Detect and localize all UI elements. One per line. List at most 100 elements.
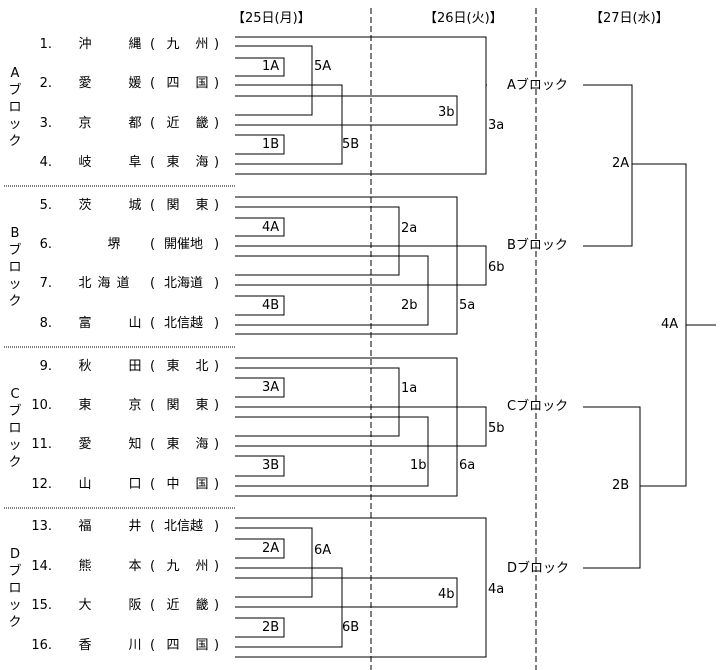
team-name-char: 東	[78, 398, 92, 413]
seed-number: 9.	[39, 359, 52, 374]
seed-number: 2.	[39, 76, 52, 91]
paren-close: )	[214, 359, 220, 374]
paren-open: (	[150, 116, 156, 131]
team-name-char: 茨	[78, 198, 92, 213]
team-name-char: 堺	[107, 237, 121, 252]
bracket-line	[235, 416, 429, 487]
bracket-line	[235, 245, 487, 286]
team-name-char: 京	[128, 398, 142, 413]
team-name-char: 田	[128, 359, 142, 374]
region-name: 開催地	[164, 237, 204, 252]
bracket-line	[235, 36, 487, 175]
region-char: 海	[195, 437, 209, 452]
match-label: 4a	[488, 582, 505, 597]
region-char: 九	[166, 37, 180, 52]
team-name-char: 縄	[128, 37, 142, 52]
team-name-char: 香	[78, 638, 92, 653]
paren-open: (	[150, 359, 156, 374]
block-label: Cブロック	[8, 387, 22, 470]
match-label: 4A	[262, 220, 280, 235]
region-char: 近	[166, 116, 180, 131]
seed-number: 3.	[39, 116, 52, 131]
day3-header: 【27日(水)】	[590, 11, 669, 26]
bracket-line	[235, 57, 285, 77]
paren-close: )	[214, 519, 220, 534]
seed-number: 4.	[39, 155, 52, 170]
region-char: 北	[195, 359, 209, 374]
paren-open: (	[150, 398, 156, 413]
match-label: 2B	[262, 620, 280, 635]
paren-open: (	[150, 559, 156, 574]
block-winner-c: Cブロック	[507, 399, 569, 414]
region-char: 海	[195, 155, 209, 170]
team-name-char: 口	[128, 477, 142, 492]
bracket-line	[235, 517, 487, 658]
team-name-char: 愛	[78, 437, 92, 452]
region-char: 東	[195, 198, 209, 213]
team-name-char: 媛	[128, 76, 142, 91]
match-label: 2a	[401, 221, 418, 236]
semifinal-label: 2A	[612, 156, 630, 171]
semifinal-label: 2B	[612, 478, 630, 493]
team-name-char: 大	[78, 598, 92, 613]
paren-close: )	[214, 638, 220, 653]
bracket-line	[235, 406, 487, 447]
region-char: 東	[195, 398, 209, 413]
paren-close: )	[214, 237, 220, 252]
region-name: 北信越	[164, 316, 204, 331]
bracket-line	[235, 255, 429, 326]
match-label: 3A	[262, 380, 280, 395]
seed-number: 7.	[39, 276, 52, 291]
match-label: 3b	[438, 105, 455, 120]
match-label: 6A	[314, 543, 332, 558]
seed-number: 11.	[31, 437, 52, 452]
region-char: 四	[166, 76, 180, 91]
bracket-line	[235, 206, 400, 276]
bracket-line	[235, 617, 285, 638]
team-name-char: 都	[128, 116, 142, 131]
bracket-line	[235, 357, 458, 497]
region-name: 北海道	[164, 276, 204, 291]
team-name-char: 秋	[78, 359, 92, 374]
match-label: 2b	[401, 298, 418, 313]
match-label: 6b	[488, 260, 505, 275]
team-name-char: 道	[116, 276, 130, 291]
region-char: 国	[195, 76, 209, 91]
region-char: 畿	[195, 598, 209, 613]
team-name-char: 福	[78, 519, 92, 534]
seed-number: 15.	[31, 598, 52, 613]
match-label: 5a	[459, 298, 476, 313]
team-name-char: 岐	[78, 155, 92, 170]
seed-number: 6.	[39, 237, 52, 252]
bracket-line	[235, 45, 313, 116]
paren-open: (	[150, 276, 156, 291]
bracket-line	[235, 377, 285, 398]
seed-number: 16.	[31, 638, 52, 653]
match-label: 6B	[342, 620, 360, 635]
paren-open: (	[150, 477, 156, 492]
bracket-line	[235, 217, 285, 237]
team-name-char: 井	[128, 519, 142, 534]
paren-open: (	[150, 316, 156, 331]
paren-open: (	[150, 519, 156, 534]
seed-number: 10.	[31, 398, 52, 413]
paren-close: )	[214, 276, 220, 291]
region-char: 国	[195, 477, 209, 492]
paren-close: )	[214, 116, 220, 131]
seed-number: 8.	[39, 316, 52, 331]
match-label: 5A	[314, 59, 332, 74]
block-winner-b: Bブロック	[507, 238, 568, 253]
paren-close: )	[214, 437, 220, 452]
match-label: 4b	[438, 587, 455, 602]
match-label: 6a	[459, 458, 476, 473]
team-name-char: 城	[128, 198, 142, 213]
region-char: 州	[195, 37, 209, 52]
team-name-char: 川	[128, 638, 142, 653]
seed-number: 5.	[39, 198, 52, 213]
paren-close: )	[214, 559, 220, 574]
team-name-char: 沖	[78, 37, 92, 52]
team-name-char: 富	[78, 316, 92, 331]
paren-close: )	[214, 316, 220, 331]
